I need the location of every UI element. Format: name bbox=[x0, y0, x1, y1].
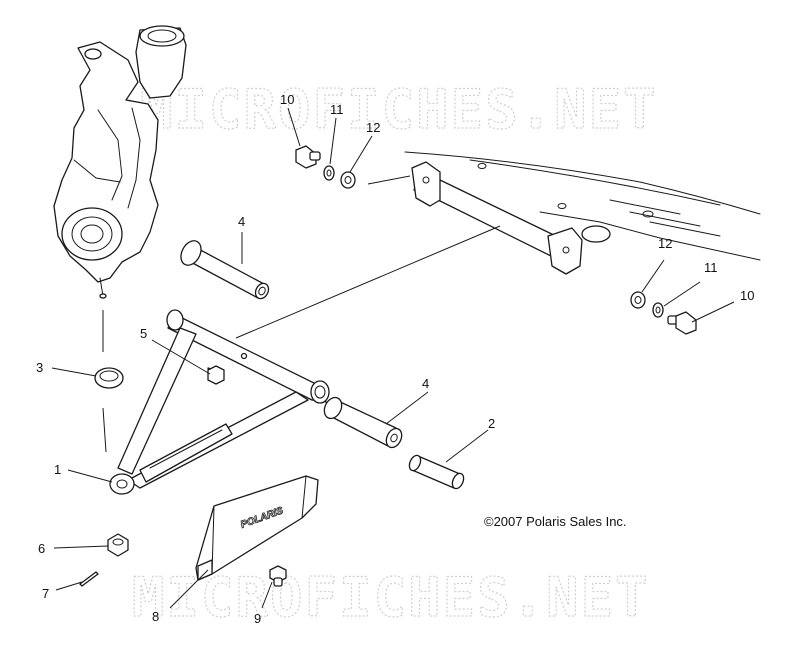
bearing-cup bbox=[94, 367, 124, 389]
callout-10-upper: 10 bbox=[280, 92, 294, 107]
washer-11-right bbox=[652, 302, 664, 318]
leader-10-right bbox=[691, 301, 735, 323]
cotter-pin bbox=[79, 571, 99, 587]
bushing-lower bbox=[323, 396, 403, 449]
bolt-5 bbox=[207, 365, 225, 385]
callout-4-lower: 4 bbox=[422, 376, 429, 391]
leader-12-right bbox=[641, 259, 665, 293]
leader-11-right bbox=[663, 281, 701, 307]
washer-11-upper bbox=[323, 165, 335, 181]
copyright-notice: ©2007 Polaris Sales Inc. bbox=[484, 514, 627, 529]
callout-8: 8 bbox=[152, 609, 159, 624]
callout-4-upper: 4 bbox=[238, 214, 245, 229]
callout-12-upper: 12 bbox=[366, 120, 380, 135]
a-arm-guard: POLARIS bbox=[195, 475, 319, 581]
guide-line bbox=[235, 225, 501, 339]
leader-5 bbox=[151, 339, 211, 375]
castle-nut bbox=[107, 533, 129, 557]
washer-12-upper bbox=[340, 171, 356, 189]
callout-12-right: 12 bbox=[658, 236, 672, 251]
callout-11-upper: 11 bbox=[330, 102, 344, 117]
leader-3 bbox=[51, 367, 97, 377]
callout-5: 5 bbox=[140, 326, 147, 341]
bushing-upper bbox=[180, 240, 270, 300]
bolt-upper bbox=[295, 145, 321, 169]
frame-crossmember bbox=[404, 151, 761, 275]
callout-9: 9 bbox=[254, 611, 261, 626]
washer-12-right bbox=[630, 291, 646, 309]
leader-10-upper bbox=[287, 107, 301, 147]
bushing-2 bbox=[408, 454, 465, 490]
bolt-right bbox=[667, 311, 697, 335]
leader-6 bbox=[53, 545, 109, 549]
leader-2 bbox=[445, 429, 489, 463]
callout-1: 1 bbox=[54, 462, 61, 477]
watermark-top: MICROFICHES.NET bbox=[140, 78, 658, 141]
leader-12-upper bbox=[349, 135, 373, 173]
leader-9 bbox=[261, 581, 273, 609]
watermark-bottom: MICROFICHES.NET bbox=[132, 566, 650, 629]
leader-4-lower bbox=[385, 391, 429, 425]
leader-1 bbox=[67, 469, 113, 483]
bolt-9 bbox=[269, 565, 287, 587]
a-arm bbox=[109, 309, 330, 495]
callout-3: 3 bbox=[36, 360, 43, 375]
guide-line bbox=[367, 175, 411, 185]
callout-7: 7 bbox=[42, 586, 49, 601]
spindle-knuckle bbox=[53, 25, 187, 299]
callout-10-right: 10 bbox=[740, 288, 754, 303]
leader-8 bbox=[169, 569, 209, 609]
leader-7 bbox=[55, 581, 83, 591]
callout-11-right: 11 bbox=[704, 260, 718, 275]
callout-6: 6 bbox=[38, 541, 45, 556]
guide-line bbox=[102, 407, 107, 453]
callout-2: 2 bbox=[488, 416, 495, 431]
leader-11-upper bbox=[329, 117, 337, 165]
